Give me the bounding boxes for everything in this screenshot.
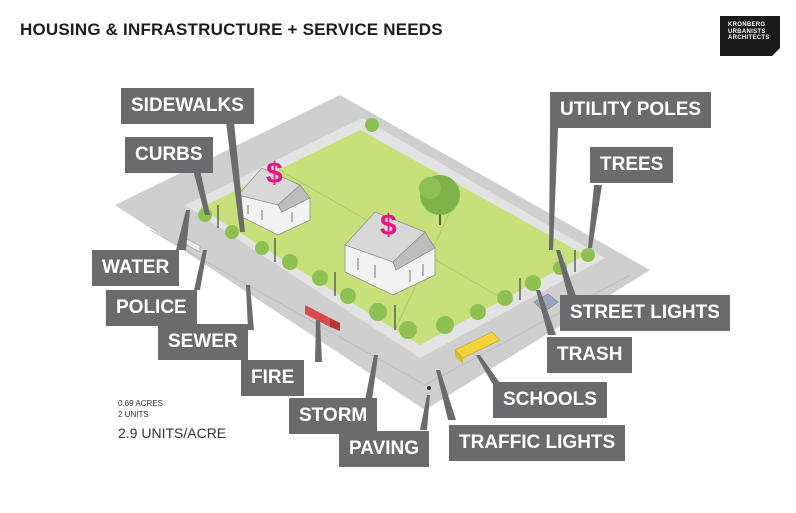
firm-logo: KRONBERG URBANISTS ARCHITECTS (720, 16, 781, 57)
trash-truck (533, 293, 559, 313)
label-water: WATER (92, 250, 180, 286)
street-trees (198, 118, 595, 339)
traffic-light-marker (427, 386, 431, 390)
label-trash: TRASH (547, 337, 633, 373)
page-title: HOUSING & INFRASTRUCTURE + SERVICE NEEDS (20, 20, 443, 39)
logo-line-1: KRONBERG (728, 22, 766, 28)
stat-density: 2.9 UNITS/ACRE (118, 425, 227, 441)
school-bus (454, 331, 501, 364)
callout-pointers (176, 122, 602, 430)
label-utility-poles: UTILITY POLES (550, 92, 712, 128)
stat-acres: 0.69 ACRES (118, 399, 163, 408)
label-sewer: SEWER (158, 324, 248, 360)
dollar-sign-2: $ (380, 209, 397, 242)
label-curbs: CURBS (125, 137, 213, 173)
label-police: POLICE (106, 290, 197, 326)
logo-line-2: URBANISTS (728, 28, 766, 35)
label-paving: PAVING (339, 431, 430, 467)
road-edge-front (149, 229, 426, 386)
label-traffic-lights: TRAFFIC LIGHTS (449, 425, 626, 461)
dollar-sign-1: $ (266, 157, 283, 190)
fire-truck (305, 305, 340, 331)
house-2 (344, 211, 436, 296)
large-tree (419, 175, 460, 225)
label-storm: STORM (289, 398, 378, 434)
label-schools: SCHOOLS (493, 382, 607, 418)
road-edge-right (424, 274, 631, 386)
logo-corner (771, 47, 781, 57)
logo-line-3: ARCHITECTS (728, 35, 770, 41)
site-stats: 0.69 ACRES 2 UNITS 2.9 UNITS/ACRE (118, 398, 226, 442)
house-1 (237, 167, 311, 236)
label-trees: TREES (590, 147, 674, 183)
stat-units: 2 UNITS (118, 410, 149, 419)
label-sidewalks: SIDEWALKS (121, 88, 254, 124)
utility-poles (217, 205, 576, 330)
label-fire: FIRE (241, 360, 305, 396)
label-street-lights: STREET LIGHTS (560, 295, 730, 331)
